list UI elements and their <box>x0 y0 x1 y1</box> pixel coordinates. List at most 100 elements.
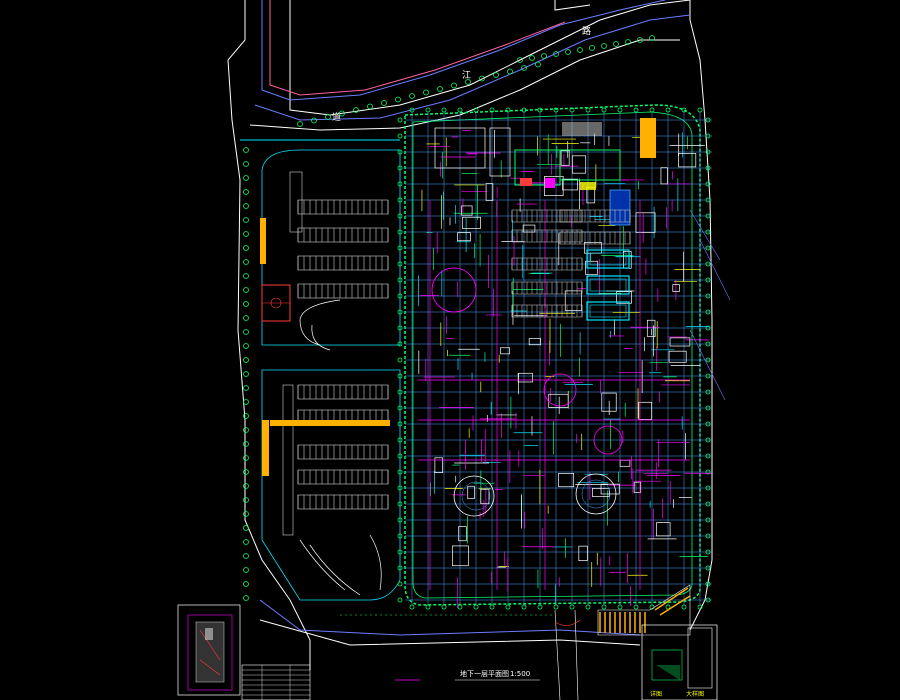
column-marker-icon <box>397 181 403 187</box>
room-block <box>571 155 587 174</box>
tree-icon <box>243 315 249 321</box>
column-marker-icon <box>705 517 711 523</box>
building-outline <box>404 104 701 606</box>
tree-icon <box>311 117 317 124</box>
column-marker-icon <box>397 341 403 347</box>
tree-icon <box>493 72 499 78</box>
column-marker-icon <box>705 149 711 155</box>
room-block <box>544 176 564 196</box>
column-marker-icon <box>521 604 527 610</box>
room-block <box>560 150 570 166</box>
column-marker-icon <box>665 107 671 113</box>
tree-icon <box>565 49 571 55</box>
tree-icon <box>553 51 559 57</box>
tree-icon <box>243 189 249 195</box>
column-marker-icon <box>397 229 403 235</box>
column-marker-icon <box>397 485 403 491</box>
column-marker-icon <box>473 604 479 610</box>
detail-label-2: 大样图 <box>686 690 704 698</box>
parking-row <box>297 494 389 510</box>
road-label-1: 路 <box>582 25 591 37</box>
parking-row <box>297 469 389 485</box>
room-block <box>669 337 691 347</box>
tree-icon <box>243 469 249 475</box>
room-block <box>633 481 642 493</box>
bottom-driveway <box>340 609 581 700</box>
room-block <box>616 291 632 304</box>
tree-icon <box>243 483 249 489</box>
tree-icon <box>243 203 249 209</box>
column-marker-icon <box>397 389 403 395</box>
tree-icon <box>243 161 249 167</box>
interior-walls <box>418 130 712 609</box>
column-marker-icon <box>681 107 687 113</box>
tree-icon <box>601 43 607 49</box>
room-block <box>522 224 536 233</box>
room-block <box>528 338 541 346</box>
room-block <box>592 488 610 497</box>
column-marker-icon <box>397 597 403 603</box>
column-marker-icon <box>705 437 711 443</box>
tree-icon <box>637 37 643 43</box>
tree-icon <box>367 103 373 110</box>
room-block <box>461 205 473 216</box>
column-marker-icon <box>601 107 607 113</box>
tree-icon <box>243 287 249 293</box>
column-marker-icon <box>397 469 403 475</box>
column-marker-icon <box>705 581 711 587</box>
ramp-stripe <box>654 587 689 611</box>
column-marker-icon <box>521 107 527 113</box>
tree-icon <box>541 53 547 59</box>
tree-icon <box>521 65 527 71</box>
column-marker-icon <box>705 117 711 123</box>
tree-icon <box>243 273 249 279</box>
column-marker-icon <box>601 604 607 610</box>
column-marker-icon <box>457 604 463 610</box>
tree-icon <box>589 45 595 51</box>
entrance-ramp <box>597 584 691 636</box>
column-marker-icon <box>617 107 623 113</box>
column-marker-icon <box>705 405 711 411</box>
room-block <box>623 251 632 269</box>
column-marker-icon <box>457 107 463 113</box>
ramp-2 <box>262 420 269 476</box>
room-block <box>638 401 653 420</box>
column-marker-icon <box>705 229 711 235</box>
room-block <box>578 545 588 561</box>
column-marker-icon <box>705 389 711 395</box>
column-marker-icon <box>397 357 403 363</box>
column-marker-icon <box>505 604 511 610</box>
room-block <box>480 488 490 505</box>
column-marker-icon <box>505 107 511 113</box>
room-block <box>434 457 443 473</box>
column-marker-icon <box>397 309 403 315</box>
room-block <box>635 212 656 233</box>
tree-icon <box>243 441 249 447</box>
room-block <box>457 232 471 242</box>
tree-icon <box>243 147 249 153</box>
tree-icon <box>535 61 541 68</box>
tree-icon <box>451 82 457 89</box>
parking-row <box>297 384 389 400</box>
column-marker-icon <box>617 604 623 610</box>
column-marker-icon <box>705 421 711 427</box>
inner-parking <box>511 209 631 318</box>
column-marker-icon <box>441 604 447 610</box>
column-marker-icon <box>705 181 711 187</box>
column-marker-icon <box>397 437 403 443</box>
column-marker-icon <box>397 565 403 571</box>
tree-icon <box>353 107 359 113</box>
tree-icon <box>243 175 249 181</box>
tree-icon <box>243 245 249 251</box>
column-marker-icon <box>473 107 479 113</box>
tree-icon <box>243 217 249 223</box>
column-marker-icon <box>633 107 639 113</box>
column-marker-icon <box>397 501 403 507</box>
room-block <box>562 178 578 191</box>
room-block <box>564 290 582 311</box>
column-marker-icon <box>397 405 403 411</box>
column-marker-icon <box>489 107 495 113</box>
column-marker-icon <box>705 501 711 507</box>
tree-icon <box>649 35 655 41</box>
column-marker-icon <box>397 293 403 299</box>
